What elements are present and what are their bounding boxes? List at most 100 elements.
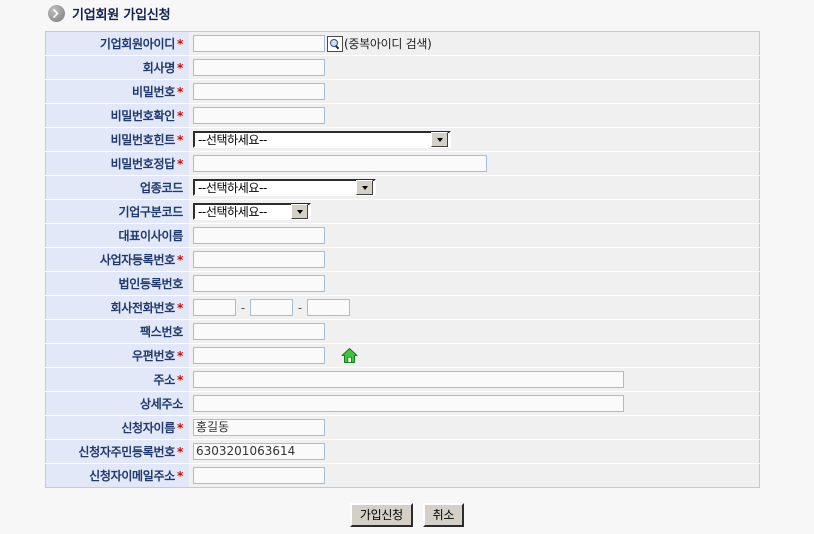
- chevron-down-icon[interactable]: [356, 180, 373, 195]
- input-17[interactable]: [193, 443, 325, 460]
- required-marker: *: [177, 37, 183, 51]
- field-label: 회사명: [142, 61, 176, 75]
- input-14[interactable]: [193, 371, 624, 388]
- required-marker: *: [177, 421, 183, 435]
- field-label: 대표이사이름: [118, 229, 184, 243]
- search-icon[interactable]: [327, 35, 343, 52]
- required-marker: *: [177, 85, 183, 99]
- home-icon[interactable]: [341, 347, 358, 364]
- form-row: 상세주소: [45, 391, 760, 416]
- field-label-cell: 팩스번호: [45, 319, 189, 344]
- field-label-cell: 신청자주민등록번호*: [45, 439, 189, 464]
- input-tel-2[interactable]: [250, 299, 293, 316]
- input-tel-3[interactable]: [307, 299, 350, 316]
- form-row: 기업구분코드 --선택하세요--: [45, 199, 760, 224]
- input-16[interactable]: [193, 419, 325, 436]
- form-row: 신청자주민등록번호*: [45, 439, 760, 464]
- duplicate-id-search-label: (중복아이디 검색): [344, 37, 432, 51]
- required-marker: *: [177, 157, 183, 171]
- field-label-cell: 비밀번호*: [45, 79, 189, 104]
- field-value-cell: [189, 247, 760, 272]
- page-header: 기업회원 가입신청: [48, 4, 171, 23]
- form-rows: 기업회원아이디*(중복아이디 검색)회사명*비밀번호*비밀번호확인*비밀번호힌트…: [45, 31, 760, 488]
- input-12[interactable]: [193, 323, 325, 340]
- field-label: 비밀번호정답: [110, 157, 176, 171]
- form-row: 대표이사이름: [45, 223, 760, 248]
- input-8[interactable]: [193, 227, 325, 244]
- field-label-cell: 회사전화번호*: [45, 295, 189, 320]
- form-row: 비밀번호힌트*--선택하세요--: [45, 127, 760, 152]
- field-label-cell: 비밀번호정답*: [45, 151, 189, 176]
- form-action-bar: 가입신청 취소: [0, 503, 814, 527]
- required-marker: *: [177, 301, 183, 315]
- field-value-cell: [189, 343, 760, 368]
- field-label-cell: 사업자등록번호*: [45, 247, 189, 272]
- tel-separator: -: [240, 300, 246, 315]
- cancel-button[interactable]: 취소: [422, 503, 465, 527]
- field-value-cell: [189, 319, 760, 344]
- form-row: 법인등록번호: [45, 271, 760, 296]
- field-label: 기업구분코드: [118, 205, 184, 219]
- field-value-cell: [189, 151, 760, 176]
- input-3[interactable]: [193, 107, 325, 124]
- form-row: 신청자이름*: [45, 415, 760, 440]
- input-9[interactable]: [193, 251, 325, 268]
- input-tel-1[interactable]: [193, 299, 236, 316]
- input-5[interactable]: [193, 155, 487, 172]
- required-marker: *: [177, 445, 183, 459]
- field-label-cell: 회사명*: [45, 55, 189, 80]
- required-marker: *: [177, 373, 183, 387]
- input-1[interactable]: [193, 59, 325, 76]
- form-row: 비밀번호정답*: [45, 151, 760, 176]
- select-4[interactable]: --선택하세요--: [193, 131, 451, 148]
- input-15[interactable]: [193, 395, 624, 412]
- field-value-cell: [189, 391, 760, 416]
- form-row: 우편번호*: [45, 343, 760, 368]
- form-row: 비밀번호확인*: [45, 103, 760, 128]
- form-row: 회사전화번호*--: [45, 295, 760, 320]
- field-value-cell: --선택하세요--: [189, 199, 760, 224]
- form-row: 사업자등록번호*: [45, 247, 760, 272]
- input-2[interactable]: [193, 83, 325, 100]
- field-label: 신청자주민등록번호: [78, 445, 176, 459]
- field-label-cell: 비밀번호힌트*: [45, 127, 189, 152]
- form-row: 주소*: [45, 367, 760, 392]
- required-marker: *: [177, 61, 183, 75]
- field-label: 주소: [153, 373, 176, 387]
- input-13[interactable]: [193, 347, 325, 364]
- field-label: 사업자등록번호: [99, 253, 176, 267]
- form-row: 업종코드 --선택하세요--: [45, 175, 760, 200]
- field-value-cell: --선택하세요--: [189, 175, 760, 200]
- form-row: 팩스번호: [45, 319, 760, 344]
- input-0[interactable]: [193, 35, 325, 52]
- field-label-cell: 법인등록번호: [45, 271, 189, 296]
- field-label-cell: 기업회원아이디*: [45, 31, 189, 56]
- field-value-cell: [189, 439, 760, 464]
- chevron-down-icon[interactable]: [291, 204, 308, 219]
- field-label-cell: 신청자이메일주소*: [45, 463, 189, 488]
- field-value-cell: [189, 79, 760, 104]
- form-row: 기업회원아이디* (중복아이디 검색): [45, 31, 760, 56]
- field-value-cell: [189, 463, 760, 488]
- field-value-cell: --: [189, 295, 760, 320]
- input-18[interactable]: [193, 467, 325, 484]
- field-label: 팩스번호: [140, 325, 183, 339]
- field-value-cell: --선택하세요--: [189, 127, 760, 152]
- select-value: --선택하세요--: [198, 181, 267, 195]
- field-label: 비밀번호: [132, 85, 176, 99]
- field-value-cell: [189, 271, 760, 296]
- field-label-cell: 대표이사이름: [45, 223, 189, 248]
- field-label: 법인등록번호: [118, 277, 184, 291]
- chevron-down-icon[interactable]: [431, 132, 448, 147]
- input-10[interactable]: [193, 275, 325, 292]
- required-marker: *: [177, 349, 183, 363]
- field-value-cell: (중복아이디 검색): [189, 31, 760, 56]
- select-7[interactable]: --선택하세요--: [193, 203, 311, 220]
- field-label: 업종코드: [140, 181, 183, 195]
- required-marker: *: [177, 469, 183, 483]
- field-label: 비밀번호힌트: [110, 133, 176, 147]
- submit-button[interactable]: 가입신청: [349, 503, 413, 527]
- select-6[interactable]: --선택하세요--: [193, 179, 376, 196]
- required-marker: *: [177, 253, 183, 267]
- required-marker: *: [177, 133, 183, 147]
